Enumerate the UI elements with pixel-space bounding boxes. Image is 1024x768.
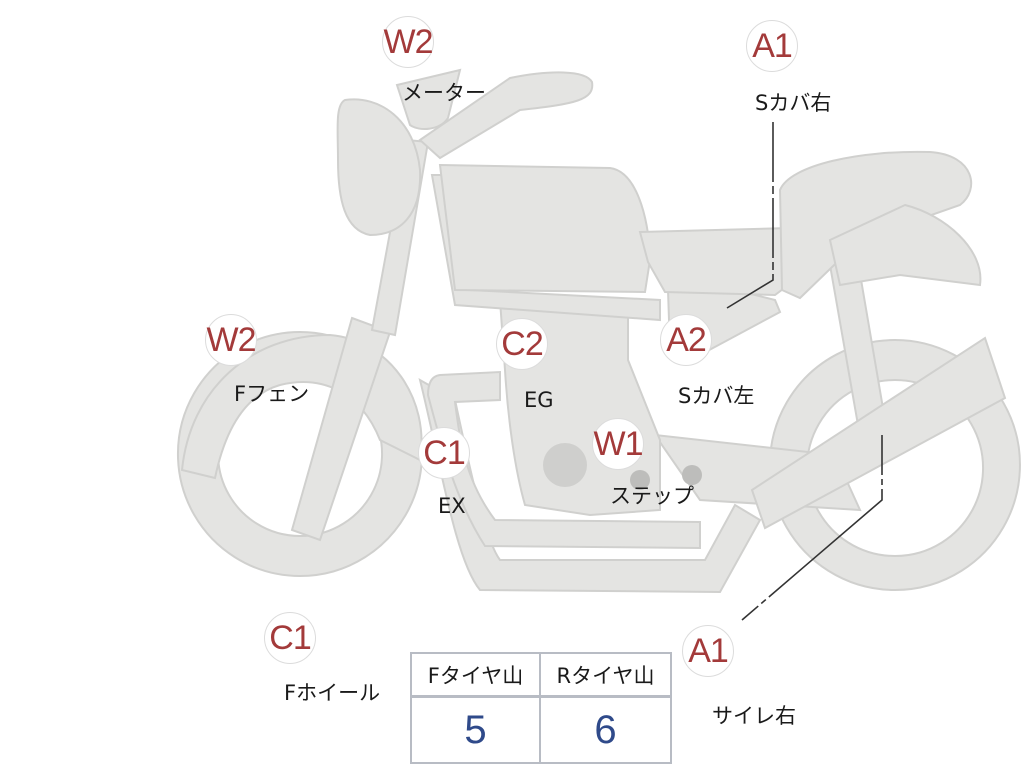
label-engine: EG xyxy=(524,388,554,412)
badge-step-code: W1 xyxy=(592,418,644,470)
fuel-tank-shape xyxy=(438,163,652,294)
label-step: ステップ xyxy=(610,484,694,508)
label-f-fender: Fフェン xyxy=(234,382,310,406)
rear-tire-header: Rタイヤ山 xyxy=(541,654,670,698)
tire-tread-table: Fタイヤ山 Rタイヤ山 5 6 xyxy=(410,652,672,764)
front-tire-header: Fタイヤ山 xyxy=(412,654,541,698)
label-exhaust: EX xyxy=(438,494,466,518)
engine-cover-circle xyxy=(543,443,587,487)
headlight-shape xyxy=(336,98,422,237)
badge-s-cover-left-code: A2 xyxy=(660,314,712,366)
front-tire-value: 5 xyxy=(412,698,541,762)
leader-line-muffler-right xyxy=(741,435,883,621)
badge-muffler-right-code: A1 xyxy=(682,625,734,677)
badge-meter-code: W2 xyxy=(382,16,434,68)
badge-f-wheel-code: C1 xyxy=(264,612,316,664)
handlebar-shape xyxy=(418,71,594,160)
badge-f-fender-code: W2 xyxy=(205,314,257,366)
label-f-wheel: Fホイール xyxy=(284,681,381,705)
label-s-cover-left: Sカバ左 xyxy=(678,384,755,408)
rear-fender-shape xyxy=(828,203,982,287)
leader-line-s-cover-right xyxy=(726,122,774,309)
label-s-cover-right: Sカバ右 xyxy=(755,91,832,115)
rear-tire-value: 6 xyxy=(594,707,617,752)
rear-frame-shape xyxy=(638,226,797,297)
label-muffler-right: サイレ右 xyxy=(712,704,796,728)
meter-shape xyxy=(395,68,462,131)
muffler-shape xyxy=(750,336,1007,530)
badge-exhaust-code: C1 xyxy=(418,427,470,479)
badge-engine-code: C2 xyxy=(496,318,548,370)
footpeg-left xyxy=(630,470,650,490)
badge-s-cover-right-code: A1 xyxy=(746,20,798,72)
label-meter: メーター xyxy=(402,81,486,105)
footpeg-right xyxy=(682,465,702,485)
